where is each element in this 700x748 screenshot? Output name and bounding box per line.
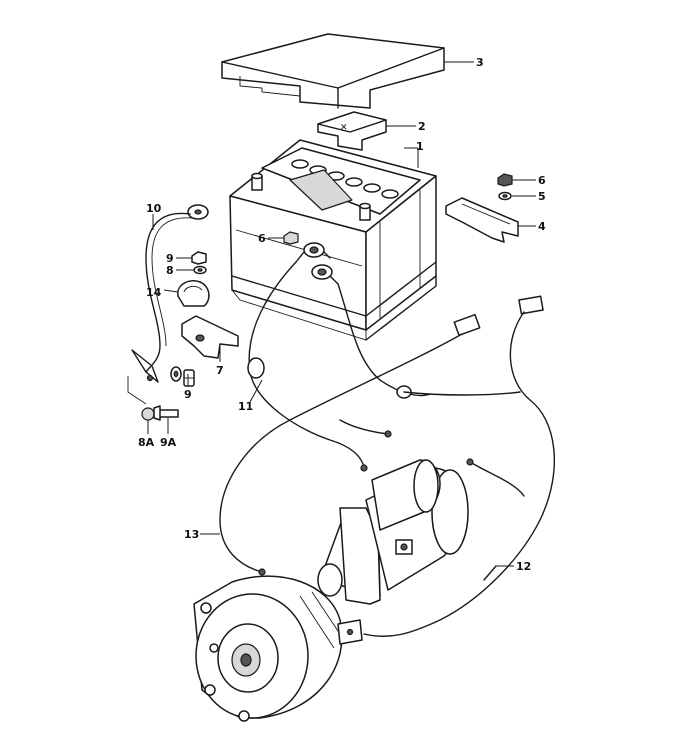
- callout-5: 5: [538, 190, 546, 203]
- ground-strap: [131, 204, 209, 383]
- callout-9-lower: 9: [184, 388, 192, 401]
- nut-6-right: [497, 173, 513, 187]
- washer-8: [193, 265, 207, 275]
- callout-9-upper: 9: [166, 252, 174, 265]
- callout-6-right: 6: [538, 174, 546, 187]
- nut-9-lower: [183, 369, 195, 387]
- negative-terminal-clamp: [311, 264, 339, 285]
- cable-clip: [177, 280, 210, 307]
- callout-3: 3: [476, 56, 484, 69]
- alternator: [193, 575, 363, 722]
- positive-terminal-clamp: [295, 242, 331, 263]
- nut-9-upper: [191, 251, 207, 265]
- washer-8a-lower: [141, 407, 155, 421]
- nut-6-terminal: [283, 231, 299, 245]
- callout-10: 10: [146, 202, 162, 215]
- battery-strap: ✕: [317, 111, 387, 151]
- washer-8a: [170, 366, 182, 382]
- callout-1: 1: [416, 140, 424, 153]
- callout-13: 13: [184, 528, 199, 541]
- callout-9a: 9A: [160, 436, 177, 449]
- battery: [229, 139, 437, 341]
- callout-14: 14: [146, 286, 162, 299]
- hold-down-bracket: [445, 197, 519, 243]
- svg-text:✕: ✕: [340, 123, 348, 133]
- wiring-harness: [219, 295, 556, 637]
- battery-cover: [221, 33, 445, 109]
- callout-6-terminal: 6: [258, 232, 266, 245]
- callout-8a: 8A: [138, 436, 155, 449]
- callout-4: 4: [538, 220, 546, 233]
- terminal-clamp: [181, 315, 239, 359]
- leader-lines: [147, 61, 536, 567]
- callout-2: 2: [418, 120, 426, 133]
- bolt-9a: [153, 405, 179, 421]
- callout-8: 8: [166, 264, 174, 277]
- starter-motor: [317, 459, 469, 605]
- callout-11: 11: [238, 400, 253, 413]
- callout-7: 7: [216, 364, 224, 377]
- washer-5: [498, 191, 512, 201]
- callout-12: 12: [516, 560, 531, 573]
